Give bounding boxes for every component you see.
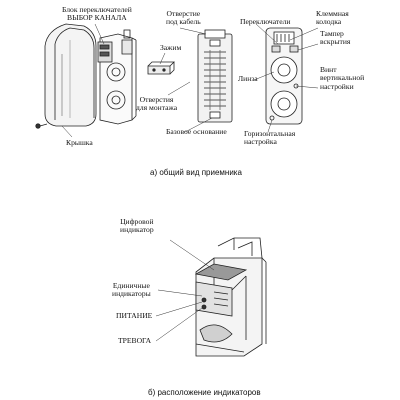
- label-clamp: Зажим: [160, 43, 182, 52]
- label-lens: Линза: [238, 74, 258, 83]
- clamp-drawing: [147, 61, 175, 75]
- leader-lines-top: [61, 23, 319, 138]
- label-power: ПИТАНИЕ: [116, 311, 153, 320]
- label-switches: Переключатели: [240, 17, 291, 26]
- indicator-block-drawing: [194, 237, 267, 357]
- label-cable-hole: Отверстие под кабель: [166, 9, 201, 27]
- label-base: Базовое основание: [166, 127, 227, 136]
- label-vscrew: Винт вертикальной настройки: [320, 65, 365, 91]
- label-hscrew: Горизонтальная настройка: [244, 129, 296, 147]
- base-drawing: [197, 29, 233, 123]
- cover-drawing: [35, 23, 97, 129]
- label-alarm: ТРЕВОГА: [118, 336, 152, 345]
- receiver-front-drawing: [265, 27, 303, 125]
- label-mount-holes: Отверстия для монтажа: [136, 95, 178, 113]
- receiver-side-drawing: [97, 29, 137, 125]
- label-block-switch: Блок переключателей ВЫБОР КАНАЛА: [62, 5, 132, 23]
- label-cover: Крышка: [66, 138, 93, 147]
- label-digital-indicator: Цифровой индикатор: [120, 217, 154, 235]
- label-unit-indicators: Единичные индикаторы: [112, 281, 151, 299]
- label-terminal: Клеммная колодка: [316, 9, 349, 27]
- leader-lines-bottom: [155, 239, 215, 342]
- caption-bottom: б) расположение индикаторов: [148, 388, 261, 397]
- label-tamper: Тампер вскрытия: [320, 29, 351, 47]
- caption-top: а) общий вид приемника: [150, 168, 242, 177]
